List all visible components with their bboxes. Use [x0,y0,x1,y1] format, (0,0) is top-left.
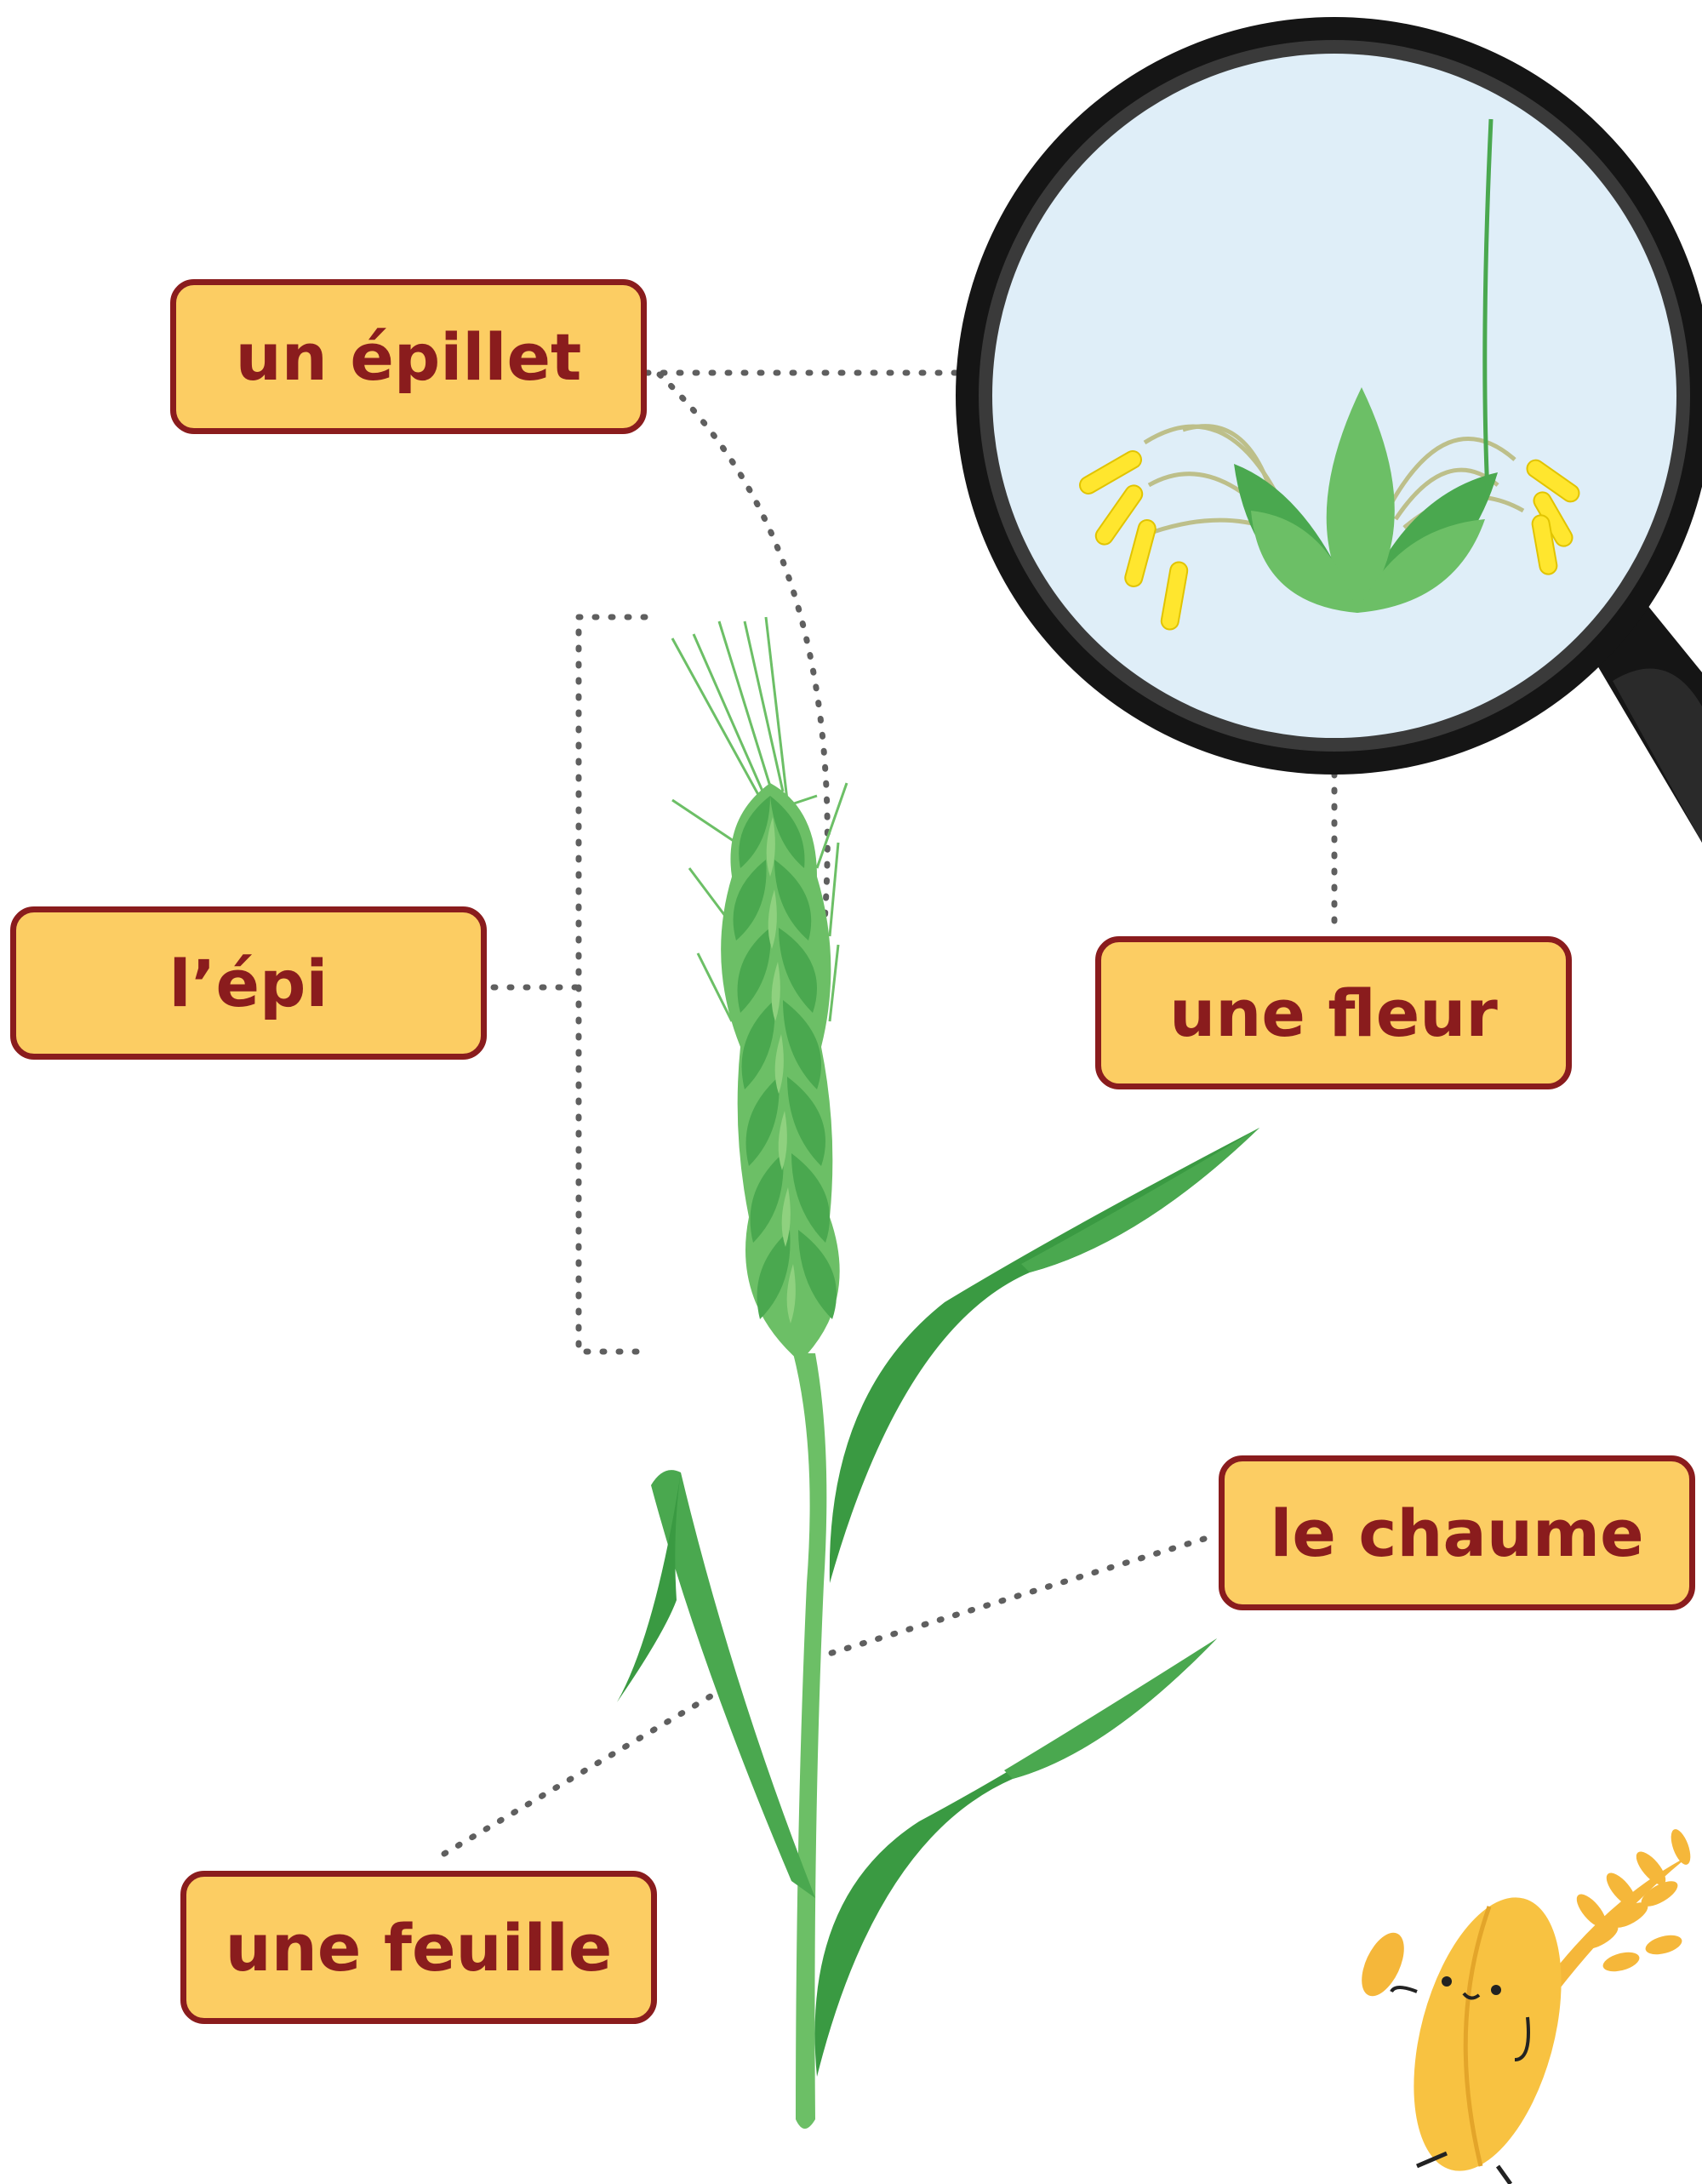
label-chaume: le chaume [1219,1455,1695,1610]
connector-chaume [815,1539,1204,1658]
wheat-leaf-upper-right [830,1128,1259,1583]
grain-mascot-icon [1353,1827,1694,2184]
magnifier-lens [992,54,1676,738]
label-epi: l’épi [10,906,487,1060]
wheat-ear [721,783,840,1362]
wheat-plant [617,617,1259,2129]
bracket-epi [579,617,645,1352]
wheat-leaf-lower-right [815,1638,1218,2077]
connector-feuille [444,1694,715,1854]
wheat-leaf-left [651,1470,815,1898]
magnifying-glass-icon [956,17,1702,843]
mascot-body [1387,1881,1588,2184]
label-fleur: une fleur [1095,936,1572,1089]
label-epillet: un épillet [170,279,647,434]
label-feuille: une feuille [180,1871,657,2024]
